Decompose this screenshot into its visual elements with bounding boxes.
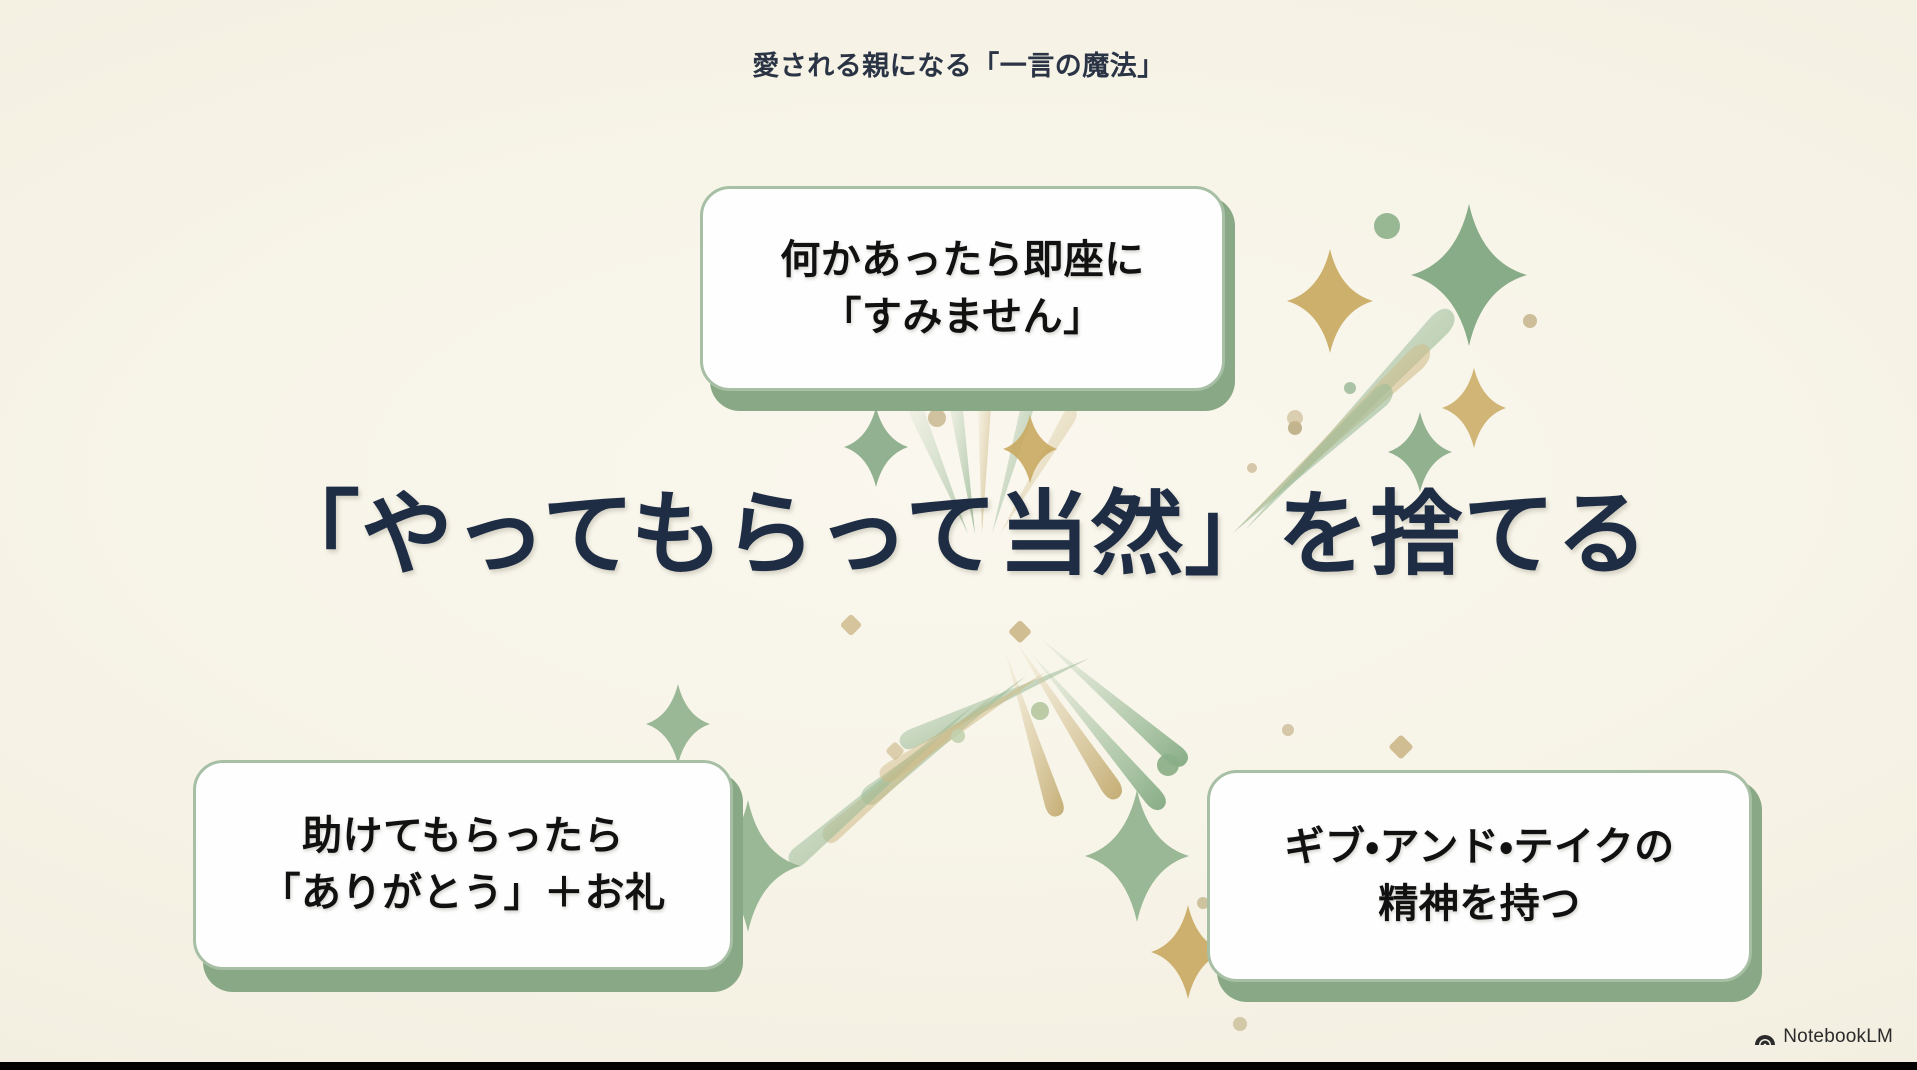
card-bottom-left-line2: 「ありがとう」＋お礼 <box>260 871 666 915</box>
card-bottom-right-line2: 精神を持つ <box>1378 882 1581 926</box>
notebooklm-watermark: NotebookLM <box>1754 1026 1893 1048</box>
notebooklm-spiral-icon <box>1755 1034 1776 1045</box>
card-top-line1: 何かあったら即座に <box>780 237 1145 282</box>
card-bottom-right-body: ギブ・アンド・テイクの 精神を持つ <box>1207 770 1752 982</box>
card-top-line2: 「すみません」 <box>821 294 1104 339</box>
headline: 「やってもらって当然」を捨てる <box>267 484 1650 586</box>
card-bottom-right-line1: ギブ・アンド・テイクの <box>1284 825 1675 870</box>
card-bottom-left: 助けてもらったら 「ありがとう」＋お礼 <box>193 760 743 992</box>
letterbox-bar <box>0 1062 1917 1070</box>
card-top-body: 何かあったら即座に 「すみません」 <box>700 186 1225 391</box>
card-bottom-left-body: 助けてもらったら 「ありがとう」＋お礼 <box>193 760 733 970</box>
notebooklm-watermark-label: NotebookLM <box>1783 1026 1893 1047</box>
card-top-text: 何かあったら即座に 「すみません」 <box>762 232 1163 346</box>
card-bottom-right-text: ギブ・アンド・テイクの 精神を持つ <box>1266 819 1692 933</box>
card-bottom-right: ギブ・アンド・テイクの 精神を持つ <box>1207 770 1762 1002</box>
card-bottom-left-text: 助けてもらったら 「ありがとう」＋お礼 <box>243 808 684 922</box>
card-bottom-left-line1: 助けてもらったら <box>302 814 624 859</box>
card-top: 何かあったら即座に 「すみません」 <box>700 186 1235 411</box>
page-title: 愛される親になる「一言の魔法」 <box>752 51 1165 81</box>
